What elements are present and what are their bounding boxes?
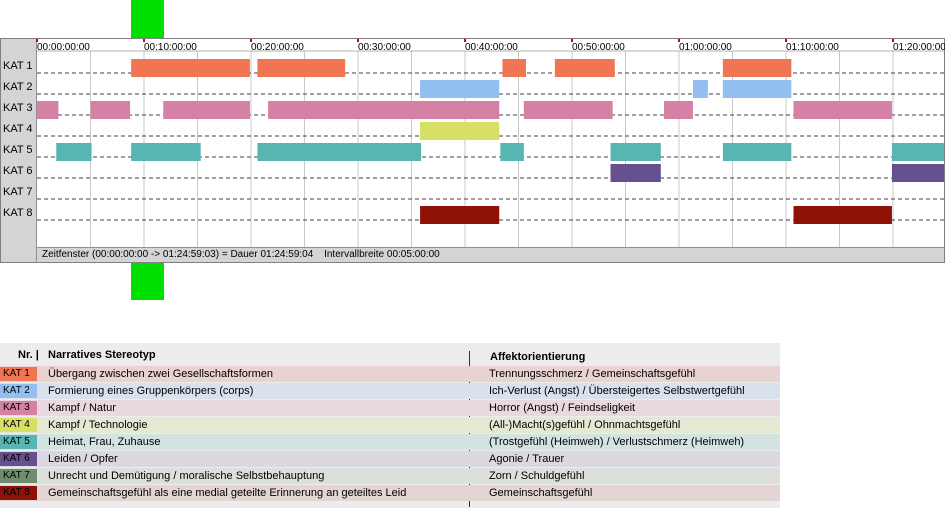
legend-affekt: Gemeinschaftsgefühl	[489, 487, 593, 499]
legend-stereotyp: Heimat, Frau, Zuhause	[48, 436, 161, 448]
interval-bar	[502, 59, 526, 77]
legend-swatch: KAT 2	[0, 384, 37, 398]
tick-label: 00:40:00:00	[465, 42, 518, 53]
tick-label: 00:30:00:00	[358, 42, 411, 53]
category-label: KAT 8	[3, 207, 33, 219]
legend-row: KAT 4 Kampf / Technologie (All-)Macht(s)ge…	[0, 417, 780, 433]
interval-bar	[56, 143, 92, 161]
legend-swatch: KAT 5	[0, 435, 37, 449]
legend-swatch: KAT 6	[0, 452, 37, 466]
time-cursor-bottom[interactable]	[131, 263, 164, 300]
legend-stereotyp: Übergang zwischen zwei Gesellschaftsform…	[48, 368, 273, 380]
zeitfenster-text: Zeitfenster (00:00:00:00 -> 01:24:59:03)…	[42, 249, 314, 260]
interval-bar	[257, 59, 346, 77]
legend-stereotyp: Kampf / Natur	[48, 402, 116, 414]
interval-bar	[90, 101, 131, 119]
legend-row: KAT 2 Formierung eines Gruppenkörpers (co…	[0, 383, 780, 399]
interval-bar	[163, 101, 250, 119]
legend-header-affekt: Affektorientierung	[490, 351, 586, 363]
category-label: KAT 3	[3, 102, 33, 114]
legend-swatch: KAT 7	[0, 469, 37, 483]
interval-bar	[722, 80, 792, 98]
status-bar: Zeitfenster (00:00:00:00 -> 01:24:59:03)…	[37, 247, 944, 262]
legend-stereotyp: Unrecht und Demütigung / moralische Selb…	[48, 470, 325, 482]
intervall-text: Intervallbreite 00:05:00:00	[324, 249, 440, 260]
category-label: KAT 7	[3, 186, 33, 198]
legend-swatch: KAT 1	[0, 367, 37, 381]
interval-bar	[793, 206, 892, 224]
interval-bar	[420, 80, 500, 98]
timeline-chart	[36, 39, 944, 247]
interval-bar	[131, 143, 201, 161]
tick-label: 00:20:00:00	[251, 42, 304, 53]
interval-bar	[722, 59, 792, 77]
legend-row: KAT 1 Übergang zwischen zwei Gesellschaft…	[0, 366, 780, 382]
legend-affekt: Ich-Verlust (Angst) / Übersteigertes Sel…	[489, 385, 745, 397]
interval-bar	[257, 143, 422, 161]
interval-bar	[664, 101, 693, 119]
interval-bar	[692, 80, 708, 98]
legend-stereotyp: Kampf / Technologie	[48, 419, 148, 431]
category-label: KAT 2	[3, 81, 33, 93]
timeline-panel: 00:00:00:00 00:10:00:00 00:20:00:00 00:30:0…	[0, 38, 945, 263]
legend-affekt: Zorn / Schuldgefühl	[489, 470, 585, 482]
interval-bar	[268, 101, 500, 119]
time-cursor-top[interactable]	[131, 0, 164, 38]
tick-label: 00:00:00:00	[37, 42, 90, 53]
category-label: KAT 5	[3, 144, 33, 156]
interval-bar	[610, 164, 661, 182]
interval-bar	[891, 143, 944, 161]
legend-row: KAT 8 Gemeinschaftsgefühl als eine medial…	[0, 485, 780, 501]
legend-swatch: KAT 3	[0, 401, 37, 415]
category-label-column	[1, 39, 37, 262]
legend-stereotyp: Leiden / Opfer	[48, 453, 118, 465]
legend-row: KAT 3 Kampf / Natur Horror (Angst) / Feind…	[0, 400, 780, 416]
interval-bar	[793, 101, 892, 119]
legend-header-nr: Nr. |	[18, 349, 39, 361]
legend-swatch: KAT 8	[0, 486, 37, 500]
interval-bar	[891, 164, 944, 182]
interval-bar	[554, 59, 615, 77]
legend-row: KAT 7 Unrecht und Demütigung / moralische…	[0, 468, 780, 484]
legend-affekt: Agonie / Trauer	[489, 453, 565, 465]
legend-row: KAT 5 Heimat, Frau, Zuhause (Trostgefühl (…	[0, 434, 780, 450]
interval-bar	[722, 143, 792, 161]
legend-header-stereotyp: Narratives Stereotyp	[48, 349, 156, 361]
legend-swatch: KAT 4	[0, 418, 37, 432]
tick-label: 01:00:00:00	[679, 42, 732, 53]
interval-bar	[420, 122, 500, 140]
interval-bar	[500, 143, 524, 161]
legend-affekt: Horror (Angst) / Feindseligkeit	[489, 402, 636, 414]
tick-label: 00:10:00:00	[144, 42, 197, 53]
interval-bar	[523, 101, 613, 119]
category-label: KAT 6	[3, 165, 33, 177]
category-label: KAT 4	[3, 123, 33, 135]
legend-affekt: Trennungsschmerz / Gemeinschaftsgefühl	[489, 368, 696, 380]
tick-label: 00:50:00:00	[572, 42, 625, 53]
tick-label: 01:20:00:00	[893, 42, 945, 53]
legend-stereotyp: Gemeinschaftsgefühl als eine medial gete…	[48, 487, 407, 499]
legend-affekt: (All-)Macht(s)gefühl / Ohnmachtsgefühl	[489, 419, 681, 431]
interval-bar	[610, 143, 661, 161]
category-label: KAT 1	[3, 60, 33, 72]
interval-bar	[131, 59, 250, 77]
legend-row: KAT 6 Leiden / Opfer Agonie / Trauer	[0, 451, 780, 467]
legend-table: Nr. | Narratives Stereotyp Affektorienti…	[0, 343, 780, 508]
interval-bar	[37, 101, 59, 119]
legend-affekt: (Trostgefühl (Heimweh) / Verlustschmerz …	[489, 436, 745, 448]
interval-bar	[420, 206, 500, 224]
tick-label: 01:10:00:00	[786, 42, 839, 53]
legend-stereotyp: Formierung eines Gruppenkörpers (corps)	[48, 385, 254, 397]
